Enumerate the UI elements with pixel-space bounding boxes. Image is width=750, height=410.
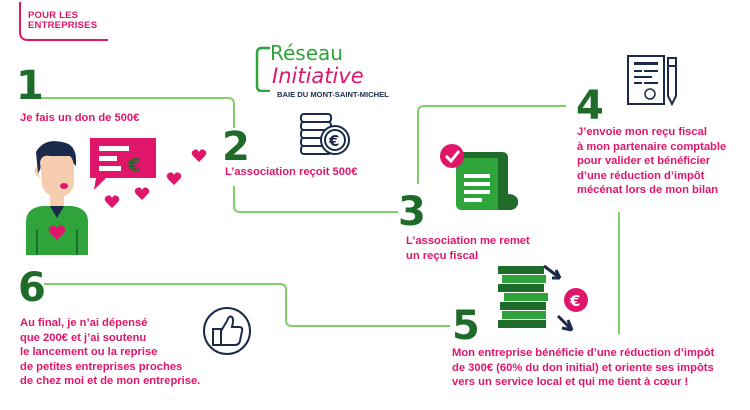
- receipt-check-icon: [440, 144, 518, 210]
- step-6-line: de petites entreprises proches: [20, 360, 183, 373]
- euro-coin-icon: €: [569, 292, 580, 310]
- money-stack-icon: €: [498, 264, 588, 332]
- step-3-line: un reçu fiscal: [406, 249, 479, 262]
- step-5-number: 5: [452, 303, 480, 349]
- step-5-text: Mon entreprise bénéficie d’une réduction…: [452, 346, 714, 390]
- step-6-line: le lancement ou la reprise: [20, 346, 158, 358]
- step-4-text: J’envoie mon reçu fiscal à mon partenair…: [577, 125, 726, 198]
- step-3-text: L’association me remet un reçu fiscal: [406, 234, 530, 263]
- step-4-number: 4: [576, 83, 604, 129]
- section-label-line2: ENTREPRISES: [28, 20, 98, 31]
- section-label: POUR LES ENTREPRISES: [28, 11, 97, 31]
- step-2-number: 2: [222, 124, 250, 170]
- step-6-text: Au final, je n’ai dépensé que 200€ et j’…: [20, 316, 200, 389]
- step-2-text: L’association reçoit 500€: [225, 165, 357, 180]
- step-3-number: 3: [398, 189, 426, 235]
- thumbs-up-icon: [203, 307, 251, 355]
- step-6-line: que 200€ et j’ai soutenu: [20, 331, 147, 344]
- step-5-line: de 300€ (60% du don initial) et oriente …: [452, 361, 714, 374]
- bubble-euro-icon: €: [127, 155, 141, 176]
- logo-initiative-text: Initiative: [272, 64, 364, 88]
- donor-person-icon: €: [26, 138, 207, 255]
- step-4-line: pour valider et bénéficier: [577, 155, 711, 167]
- step-1-number: 1: [16, 63, 44, 109]
- logo-region-text: BAIE DU MONT-SAINT-MICHEL: [277, 90, 389, 99]
- reseau-initiative-logo: Réseau Initiative BAIE DU MONT-SAINT-MIC…: [250, 42, 400, 104]
- coin-euro-icon: €: [328, 132, 339, 150]
- coins-euro-icon: €: [300, 113, 350, 155]
- step-6-line: de chez moi et de mon entreprise.: [20, 375, 201, 387]
- step-6-number: 6: [18, 265, 46, 311]
- document-pen-icon: [627, 55, 677, 107]
- step-6-line: Au final, je n’ai dépensé: [20, 317, 148, 329]
- step-2-line: L’association reçoit 500€: [225, 166, 358, 178]
- step-4-line: J’envoie mon reçu fiscal: [577, 126, 707, 138]
- logo-bracket-icon: [255, 46, 270, 92]
- step-4-line: à mon partenaire comptable: [577, 140, 727, 153]
- logo-reseau-text: Réseau: [270, 41, 343, 65]
- step-1-line: Je fais un don de 500€: [20, 112, 140, 124]
- step-1-text: Je fais un don de 500€: [20, 111, 139, 126]
- section-label-line1: POUR LES: [28, 10, 79, 21]
- step-4-line: mécénat lors de mon bilan: [577, 184, 719, 196]
- step-5-line: vers un service local et qui me tient à …: [452, 376, 689, 388]
- step-5-line: Mon entreprise bénéficie d’une réduction…: [452, 347, 715, 359]
- step-4-line: d’une réduction d’impôt: [577, 169, 705, 182]
- step-3-line: L’association me remet: [406, 235, 530, 247]
